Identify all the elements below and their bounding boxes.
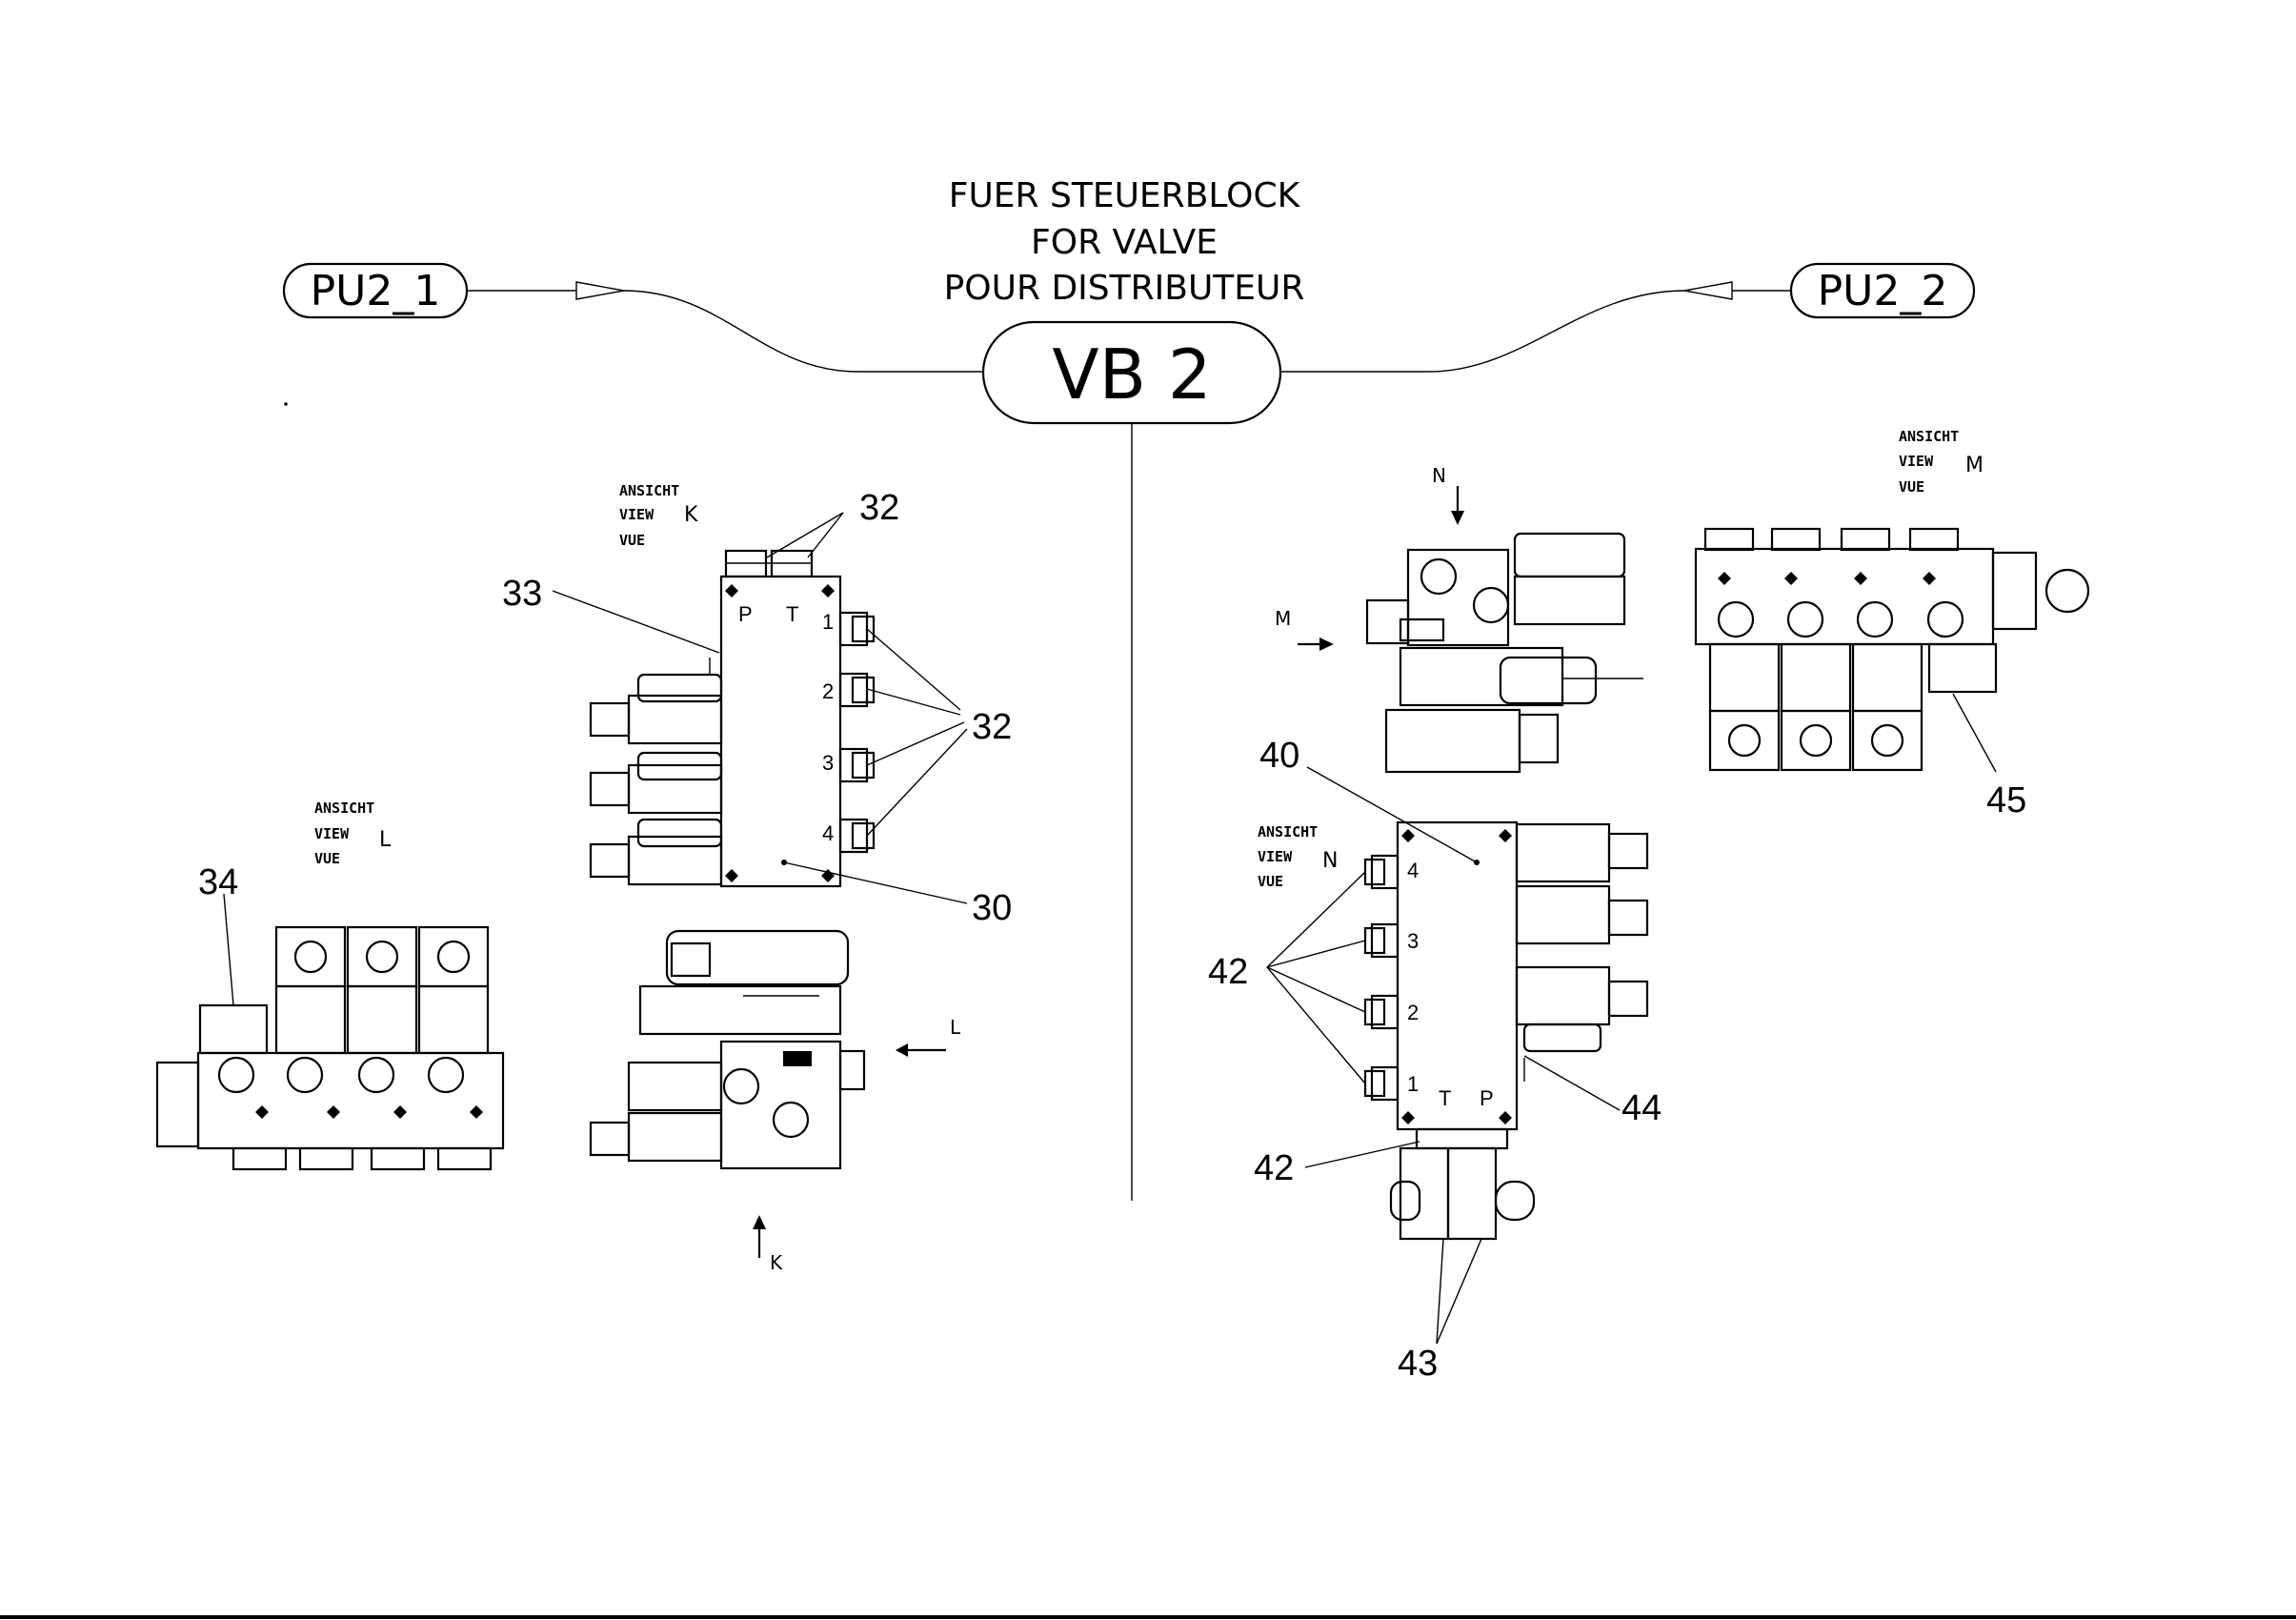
connection-lines	[284, 281, 1791, 1201]
svg-text:VUE: VUE	[1258, 873, 1283, 890]
view-n-port-p: P	[1480, 1086, 1494, 1110]
svg-text:M: M	[1965, 454, 1984, 477]
view-k-port-4: 4	[822, 821, 834, 845]
arrow-m: M	[1275, 607, 1334, 651]
view-k-port-1: 1	[822, 610, 834, 634]
view-k-port-2: 2	[822, 679, 834, 703]
callout-34: 34	[198, 862, 238, 902]
view-n-manifold	[1363, 820, 1649, 1241]
callout-42-bottom: 42	[1254, 1148, 1294, 1188]
view-l-label: ANSICHT VIEW VUE L	[314, 800, 392, 867]
view-m-label: ANSICHT VIEW VUE M	[1899, 428, 1984, 496]
connector-pu2-2[interactable]: PU2_2	[1789, 262, 1976, 319]
svg-text:N: N	[1322, 849, 1338, 873]
callout-42-left: 42	[1208, 952, 1248, 992]
connector-vb2-label: VB 2	[1052, 334, 1211, 415]
callout-33: 33	[502, 574, 542, 614]
svg-text:N: N	[1432, 464, 1446, 487]
svg-text:VUE: VUE	[619, 532, 645, 549]
view-k-label: ANSICHT VIEW VUE K	[619, 482, 698, 549]
connector-vb2[interactable]: VB 2	[981, 320, 1282, 425]
svg-text:VIEW: VIEW	[619, 506, 655, 523]
view-n-port-4: 4	[1407, 859, 1419, 882]
connector-pu2-1[interactable]: PU2_1	[282, 262, 469, 319]
svg-text:K: K	[770, 1251, 783, 1274]
connector-pu2-1-label: PU2_1	[311, 267, 441, 315]
svg-text:L: L	[379, 828, 392, 852]
view-n-port-3: 3	[1407, 929, 1419, 953]
svg-text:M: M	[1275, 607, 1291, 630]
view-l-block	[589, 929, 866, 1170]
callout-45: 45	[1986, 780, 2026, 820]
arrow-n: N	[1432, 464, 1464, 525]
leader-lines	[223, 512, 1997, 1345]
header-line-3: POUR DISTRIBUTEUR	[944, 269, 1305, 308]
view-m-manifold	[1694, 527, 2090, 772]
svg-text:L: L	[950, 1016, 961, 1039]
view-n-port-t: T	[1439, 1086, 1451, 1110]
header-line-2: FOR VALVE	[1031, 223, 1218, 262]
callout-32-right: 32	[972, 707, 1012, 747]
callout-44: 44	[1621, 1088, 1662, 1128]
view-k-port-p: P	[738, 602, 753, 626]
svg-text:VUE: VUE	[1899, 478, 1924, 496]
callout-40: 40	[1259, 736, 1299, 776]
view-n-label: ANSICHT VIEW VUE N	[1258, 823, 1338, 890]
svg-text:VIEW: VIEW	[1899, 453, 1934, 470]
callout-43: 43	[1398, 1344, 1438, 1384]
arrow-l: L	[896, 1016, 961, 1057]
callout-32-top: 32	[859, 488, 899, 528]
header-line-1: FUER STEUERBLOCK	[949, 176, 1301, 215]
connector-pu2-2-label: PU2_2	[1818, 267, 1948, 315]
svg-text:VIEW: VIEW	[314, 825, 350, 842]
svg-text:VIEW: VIEW	[1258, 848, 1293, 865]
view-k-manifold	[589, 549, 876, 888]
view-k-port-3: 3	[822, 751, 834, 775]
svg-text:ANSICHT: ANSICHT	[314, 800, 374, 817]
arrow-k: K	[753, 1215, 783, 1274]
svg-text:ANSICHT: ANSICHT	[1899, 428, 1959, 445]
view-n-top-block	[1365, 532, 1643, 774]
svg-text:ANSICHT: ANSICHT	[619, 482, 679, 499]
callout-30: 30	[972, 888, 1012, 928]
view-k-port-t: T	[786, 602, 798, 626]
svg-text:VUE: VUE	[314, 850, 340, 867]
svg-text:ANSICHT: ANSICHT	[1258, 823, 1318, 840]
view-n-port-2: 2	[1407, 1001, 1419, 1024]
svg-text:K: K	[684, 503, 698, 527]
view-l-manifold	[155, 925, 505, 1171]
view-n-port-1: 1	[1407, 1072, 1419, 1096]
